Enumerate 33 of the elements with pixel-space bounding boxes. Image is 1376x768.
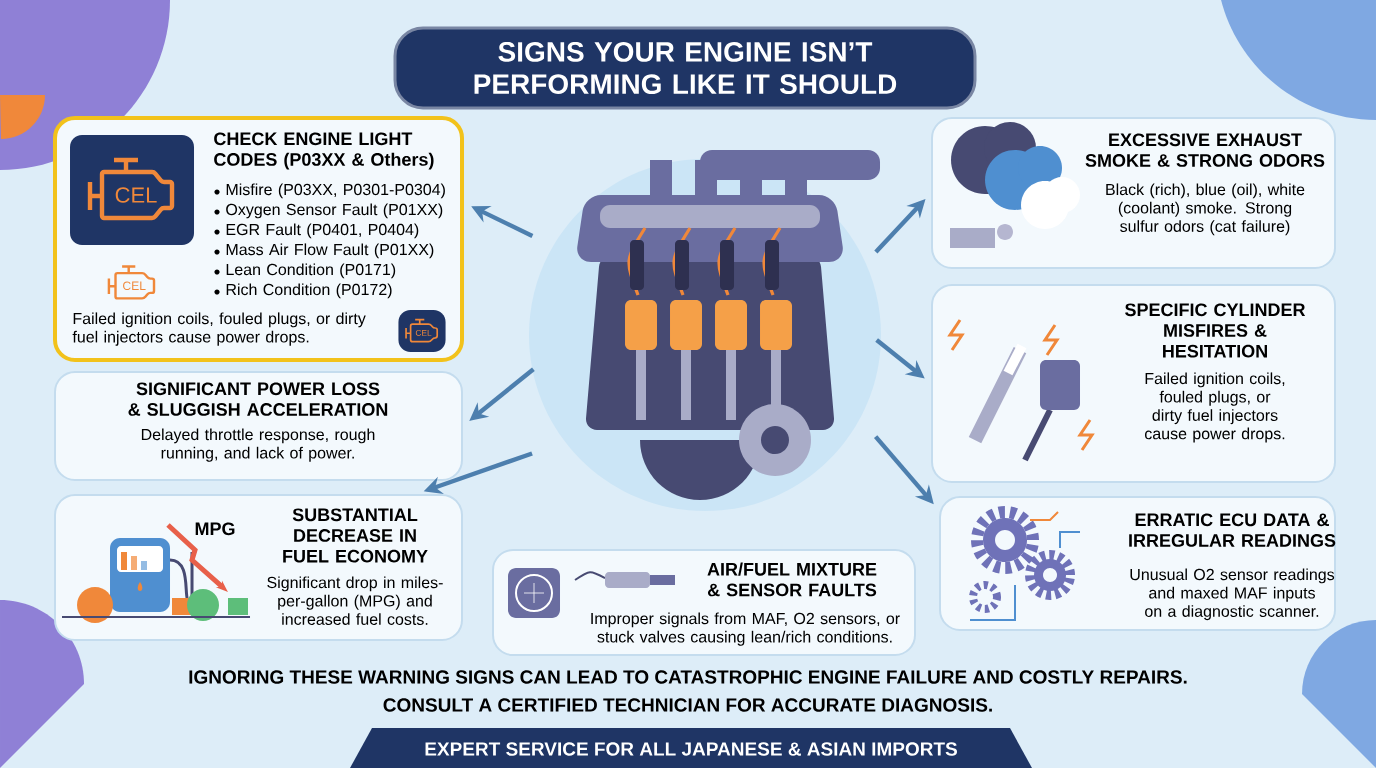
warning-text: IGNORING THESE WARNING SIGNS CAN LEAD TO CATASTROPHIC ENGINE FAILURE AND COSTLY REPAIRS. — [189, 670, 1187, 684]
list-item: Oxygen Sensor Fault (P01XX) — [226, 203, 443, 219]
card-title: AIR/FUEL MIXTURE & SENSOR FAULTS — [707, 562, 877, 597]
warning-text: CONSULT A CERTIFIED TECHNICIAN FOR ACCURATE DIAGNOSIS. — [383, 698, 992, 712]
card-title: SIGNIFICANT POWER LOSS & SLUGGISH ACCELERATION — [128, 382, 388, 416]
card-text: Black (rich), blue (oil), white (coolant) smoke. Strong sulfur odors (cat failure) — [1106, 183, 1305, 236]
icon-text: CEL — [123, 281, 146, 291]
card-text: Improper signals from MAF, O2 sensors, or stuck valves causing lean/rich conditions. — [591, 612, 900, 646]
icon-text: MPG — [195, 522, 235, 536]
list-item: Misfire (P03XX, P0301-P0304) — [226, 183, 445, 199]
engine-drawing — [577, 150, 880, 500]
card — [931, 284, 1336, 483]
card-title: SUBSTANTIAL DECREASE IN FUEL ECONOMY — [283, 508, 428, 563]
card-text: Delayed throttle response, rough running, and lack of power. — [141, 428, 375, 462]
card — [492, 549, 916, 656]
card-title: CHECK ENGINE LIGHT CODES (P03XX & Others) — [214, 132, 434, 170]
bottom-banner: EXPERT SERVICE FOR ALL JAPANESE & ASIAN IMPORTS — [350, 728, 1032, 768]
icon-text: CEL — [115, 187, 157, 203]
card-text: Failed ignition coils, fouled plugs, or dirty fuel injectors cause power drops. — [1145, 372, 1285, 443]
card-text: Failed ignition coils, fouled plugs, or dirty fuel injectors cause power drops. — [72, 312, 366, 346]
icon-text: CEL — [415, 329, 432, 336]
list-item: Mass Air Flow Fault (P01XX) — [226, 243, 434, 259]
list-item: Rich Condition (P0172) — [226, 283, 392, 299]
list-item: EGR Fault (P0401, P0404) — [226, 223, 419, 239]
card — [54, 371, 463, 481]
card-text: Unusual O2 sensor readings and maxed MAF inputs on a diagnostic scanner. — [1130, 568, 1335, 621]
card-text: Significant drop in miles-per-gallon (MPG) and increased fuel costs. — [267, 576, 443, 625]
title-banner: SIGNS YOUR ENGINE ISN’T PERFORMING LIKE IT SHOULD — [393, 26, 977, 110]
card-title: SPECIFIC CYLINDER MISFIRES & HESITATION — [1125, 303, 1306, 358]
card — [939, 496, 1336, 631]
card-title: ERRATIC ECU DATA & IRREGULAR READINGS — [1129, 513, 1336, 547]
card-title: EXCESSIVE EXHAUST SMOKE & STRONG ODORS — [1085, 133, 1325, 167]
list-item: Lean Condition (P0171) — [226, 263, 396, 279]
